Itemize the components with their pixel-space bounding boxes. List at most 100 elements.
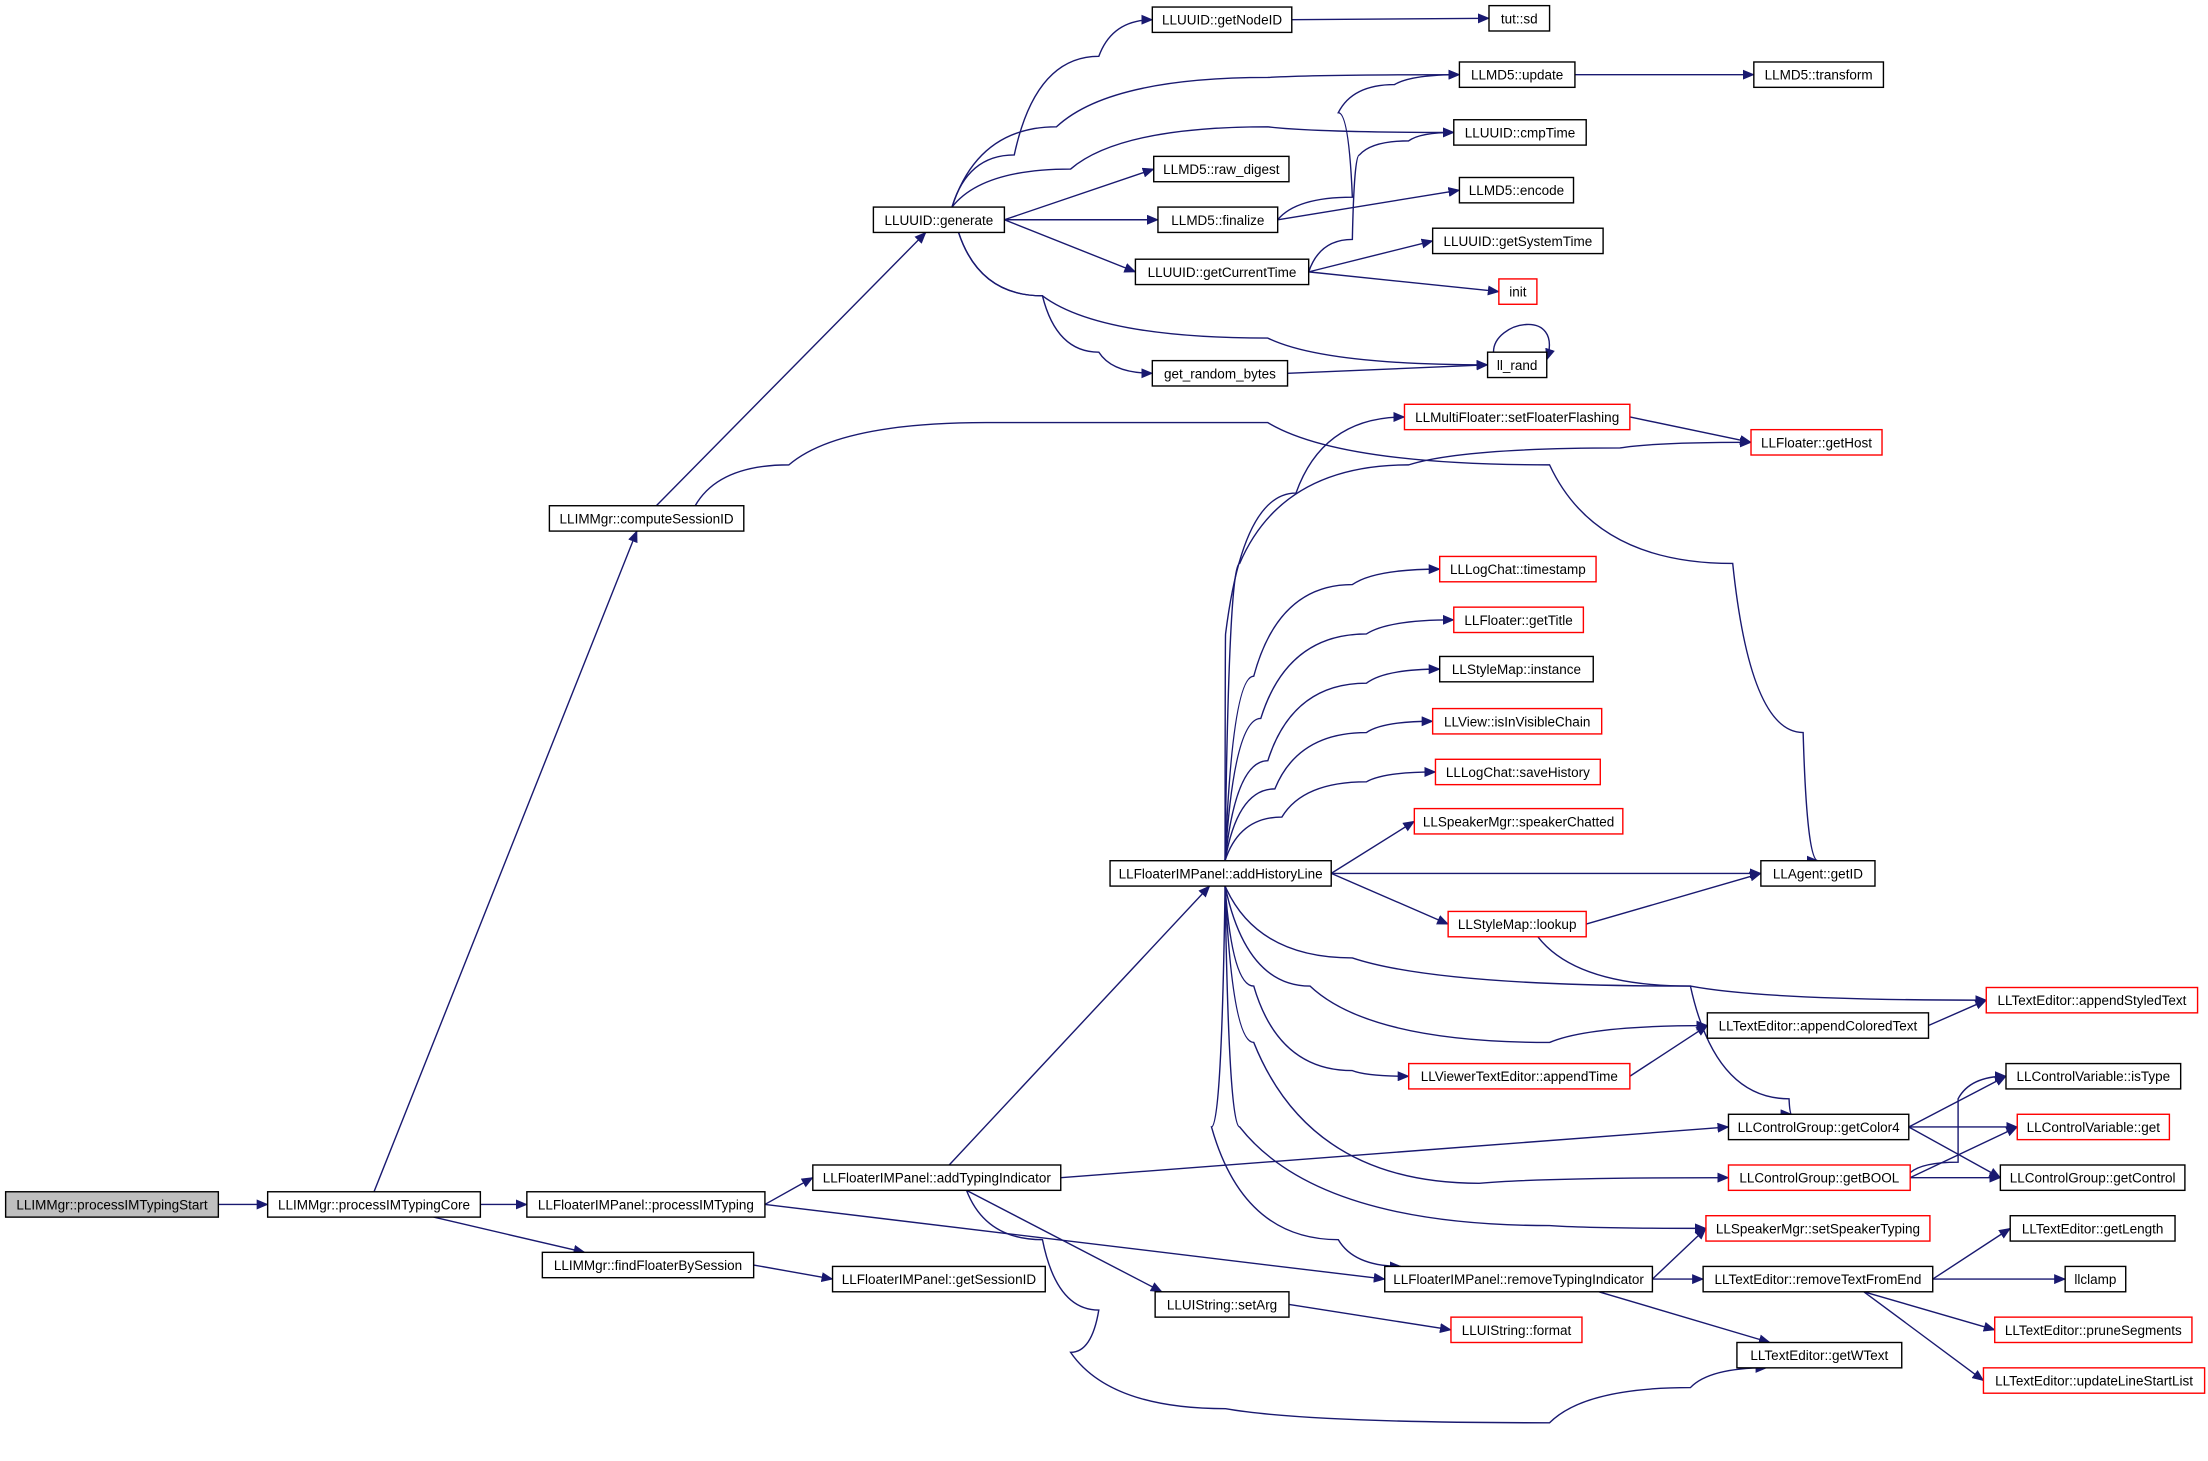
node-md5-transform[interactable]: LLMD5::transform — [1753, 61, 1885, 89]
node-box — [1431, 707, 1603, 735]
node-label: LLLogChat::saveHistory — [1446, 765, 1590, 780]
node-te-getWText[interactable]: LLTextEditor::getWText — [1736, 1341, 1903, 1369]
node-cv-isType[interactable]: LLControlVariable::isType — [2005, 1062, 2182, 1090]
node-fip-processIMTyping[interactable]: LLFloaterIMPanel::processIMTyping — [526, 1191, 766, 1218]
node-label: LLControlGroup::getColor4 — [1738, 1120, 1901, 1135]
node-fip-removeTypingIndicator[interactable]: LLFloaterIMPanel::removeTypingIndicator — [1384, 1265, 1654, 1293]
node-label: LLFloaterIMPanel::addHistoryLine — [1119, 866, 1323, 881]
edge-te-appendColoredText-to-te-appendStyledText — [1928, 999, 1988, 1027]
node-ll-rand[interactable]: ll_rand — [1486, 351, 1548, 379]
node-box — [1453, 119, 1587, 146]
node-setFloaterFlashing[interactable]: LLMultiFloater::setFloaterFlashing — [1403, 403, 1631, 431]
edge-vte-appendTime-to-te-appendColoredText — [1629, 1024, 1709, 1077]
edge-uuid-generate-to-md5-update — [951, 69, 1461, 208]
edge-te-removeTextFromEnd-to-te-updateLineStartList — [1863, 1291, 1985, 1382]
node-te-getLength[interactable]: LLTextEditor::getLength — [2009, 1215, 2176, 1242]
node-stylemap-instance[interactable]: LLStyleMap::instance — [1438, 655, 1594, 683]
edge-fip-addHistoryLine-to-floater-getHost — [1224, 437, 1753, 861]
node-label: LLTextEditor::pruneSegments — [2005, 1323, 2182, 1338]
edge-stylemap-lookup-to-agent-getID — [1586, 871, 1762, 925]
node-llclamp[interactable]: llclamp — [2064, 1265, 2127, 1293]
node-label: LLStyleMap::instance — [1452, 662, 1581, 677]
node-cg-getBOOL[interactable]: LLControlGroup::getBOOL — [1727, 1164, 1911, 1192]
node-cg-getControl[interactable]: LLControlGroup::getControl — [1999, 1164, 2186, 1192]
node-logchat-saveHistory[interactable]: LLLogChat::saveHistory — [1434, 758, 1601, 786]
node-cg-getColor4[interactable]: LLControlGroup::getColor4 — [1727, 1113, 1910, 1141]
node-processIMTypingStart[interactable]: LLIMMgr::processIMTypingStart — [4, 1191, 220, 1218]
node-tut-sd[interactable]: tut::sd — [1488, 4, 1551, 32]
node-box — [1498, 278, 1538, 305]
node-box — [1985, 986, 2199, 1014]
edge-processIMTypingCore-to-findFloaterBySession — [433, 1216, 586, 1255]
node-label: LLSpeakerMgr::setSpeakerTyping — [1716, 1221, 1920, 1236]
node-uuid-getNodeID[interactable]: LLUUID::getNodeID — [1151, 6, 1293, 34]
node-label: LLMD5::transform — [1765, 68, 1873, 83]
node-floater-getHost[interactable]: LLFloater::getHost — [1750, 428, 1883, 456]
node-computeSessionID[interactable]: LLIMMgr::computeSessionID — [548, 505, 745, 532]
node-md5-raw-digest[interactable]: LLMD5::raw_digest — [1153, 155, 1290, 183]
node-md5-encode[interactable]: LLMD5::encode — [1458, 176, 1575, 204]
node-cv-get[interactable]: LLControlVariable::get — [2016, 1113, 2171, 1141]
node-box — [1982, 1367, 2206, 1394]
edge-uuid-generate-to-uuid-cmpTime — [951, 126, 1455, 208]
edge-fip-addHistoryLine-to-logchat-timestamp — [1224, 564, 1441, 861]
node-te-appendColoredText[interactable]: LLTextEditor::appendColoredText — [1706, 1012, 1930, 1039]
edge-findFloaterBySession-to-fip-getSessionID — [753, 1264, 834, 1283]
node-md5-finalize[interactable]: LLMD5::finalize — [1157, 206, 1279, 234]
node-findFloaterBySession[interactable]: LLIMMgr::findFloaterBySession — [541, 1251, 755, 1279]
node-init[interactable]: init — [1498, 278, 1538, 305]
node-uuid-generate[interactable]: LLUUID::generate — [872, 206, 1006, 234]
node-get-random-bytes[interactable]: get_random_bytes — [1151, 359, 1289, 387]
node-uuid-getCurrentTime[interactable]: LLUUID::getCurrentTime — [1134, 258, 1310, 286]
edge-fip-addHistoryLine-to-cg-getBOOL — [1224, 886, 1730, 1185]
node-label: LLFloaterIMPanel::getSessionID — [842, 1272, 1037, 1287]
node-box — [1134, 258, 1310, 286]
node-label: LLTextEditor::appendColoredText — [1719, 1019, 1918, 1034]
node-label: LLIMMgr::findFloaterBySession — [554, 1258, 742, 1273]
node-speaker-chatted[interactable]: LLSpeakerMgr::speakerChatted — [1413, 807, 1624, 835]
edge-uuid-getNodeID-to-tut-sd — [1291, 13, 1490, 24]
node-label: LLUIString::format — [1462, 1323, 1572, 1338]
node-speaker-setTyping[interactable]: LLSpeakerMgr::setSpeakerTyping — [1705, 1215, 1931, 1242]
node-uistring-format[interactable]: LLUIString::format — [1450, 1316, 1583, 1344]
node-agent-getID[interactable]: LLAgent::getID — [1760, 860, 1876, 887]
node-box — [1727, 1164, 1911, 1192]
node-te-appendStyledText[interactable]: LLTextEditor::appendStyledText — [1985, 986, 2199, 1014]
node-floater-getTitle[interactable]: LLFloater::getTitle — [1453, 606, 1585, 634]
edge-fip-addHistoryLine-to-fip-removeTypingIndicator — [1210, 886, 1402, 1272]
node-fip-addHistoryLine[interactable]: LLFloaterIMPanel::addHistoryLine — [1109, 860, 1332, 887]
node-label: LLTextEditor::appendStyledText — [1997, 993, 2186, 1008]
node-box — [1450, 1316, 1583, 1344]
node-box — [1736, 1341, 1903, 1369]
node-processIMTypingCore[interactable]: LLIMMgr::processIMTypingCore — [266, 1191, 482, 1218]
node-uistring-setArg[interactable]: LLUIString::setArg — [1154, 1291, 1290, 1318]
node-md5-update[interactable]: LLMD5::update — [1458, 61, 1576, 89]
node-te-pruneSegments[interactable]: LLTextEditor::pruneSegments — [1994, 1316, 2193, 1344]
node-box — [1403, 403, 1631, 431]
node-label: LLSpeakerMgr::speakerChatted — [1423, 814, 1614, 829]
edge-ll-rand-to-ll-rand — [1492, 323, 1555, 361]
node-te-updateLineStartList[interactable]: LLTextEditor::updateLineStartList — [1982, 1367, 2206, 1394]
node-te-removeTextFromEnd[interactable]: LLTextEditor::removeTextFromEnd — [1702, 1265, 1934, 1293]
node-view-isInVisibleChain[interactable]: LLView::isInVisibleChain — [1431, 707, 1603, 735]
node-fip-addTypingIndicator[interactable]: LLFloaterIMPanel::addTypingIndicator — [812, 1164, 1062, 1192]
node-label: LLMD5::raw_digest — [1163, 162, 1280, 177]
edge-uuid-getCurrentTime-to-uuid-getSystemTime — [1308, 238, 1434, 273]
node-uuid-cmpTime[interactable]: LLUUID::cmpTime — [1453, 119, 1587, 146]
node-label: LLUUID::getNodeID — [1162, 13, 1282, 28]
node-uuid-getSystemTime[interactable]: LLUUID::getSystemTime — [1431, 227, 1604, 255]
edge-te-removeTextFromEnd-to-te-pruneSegments — [1863, 1291, 1996, 1332]
edge-fip-addTypingIndicator-to-fip-addHistoryLine — [948, 885, 1211, 1166]
edge-md5-finalize-to-md5-encode — [1277, 187, 1461, 221]
edge-fip-addTypingIndicator-to-uistring-setArg — [966, 1189, 1163, 1293]
edge-fip-addHistoryLine-to-stylemap-instance — [1224, 664, 1441, 861]
node-fip-getSessionID[interactable]: LLFloaterIMPanel::getSessionID — [831, 1265, 1046, 1293]
node-label: llclamp — [2074, 1272, 2116, 1287]
node-vte-appendTime[interactable]: LLViewerTextEditor::appendTime — [1407, 1062, 1631, 1090]
node-box — [1438, 655, 1594, 683]
node-layer: LLIMMgr::processIMTypingStart LLIMMgr::pr… — [4, 4, 2206, 1394]
edge-fip-addTypingIndicator-to-te-getWText — [965, 1190, 1768, 1424]
node-label: LLLogChat::timestamp — [1450, 562, 1586, 577]
node-logchat-timestamp[interactable]: LLLogChat::timestamp — [1438, 555, 1597, 583]
node-stylemap-lookup[interactable]: LLStyleMap::lookup — [1447, 910, 1587, 938]
